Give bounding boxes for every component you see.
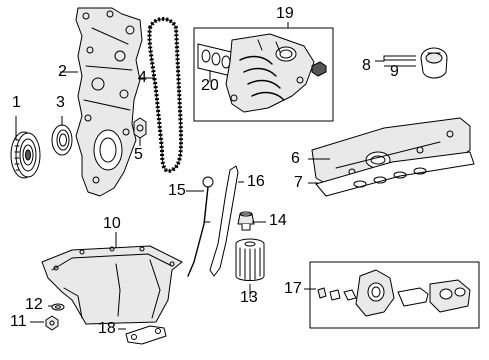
oil-filter <box>235 238 265 281</box>
callout-7: 7 <box>294 174 303 191</box>
oil-filler-cap <box>420 47 448 79</box>
intake-manifold <box>225 33 315 113</box>
callout-12: 12 <box>25 296 43 313</box>
oil-pan-drain-plug <box>237 211 255 231</box>
drain-plug <box>45 315 59 331</box>
callout-9: 9 <box>390 63 399 80</box>
oil-pump-box <box>309 261 480 329</box>
callout-13: 13 <box>240 289 258 306</box>
drain-plug-washer <box>51 303 65 311</box>
oil-dipstick <box>187 176 214 277</box>
callout-15: 15 <box>168 182 186 199</box>
callout-11: 11 <box>10 313 27 330</box>
leader-lines <box>15 22 416 330</box>
oil-pan <box>41 245 183 325</box>
callout-18: 18 <box>98 320 116 337</box>
chain-tensioner <box>133 117 147 139</box>
callout-5: 5 <box>134 146 143 163</box>
callout-10: 10 <box>103 215 121 232</box>
callout-14: 14 <box>269 212 287 229</box>
manifold-sensor <box>311 61 327 77</box>
crankshaft-oil-seal <box>51 124 73 156</box>
callout-6: 6 <box>291 150 300 167</box>
oil-pump-gasket <box>125 325 167 345</box>
timing-chain <box>147 17 184 173</box>
dipstick-tube <box>209 165 239 277</box>
timing-cover <box>75 7 143 197</box>
callout-8: 8 <box>362 57 371 74</box>
oil-pump-assembly <box>317 269 471 317</box>
valve-cover-gasket <box>315 151 475 197</box>
crankshaft-pulley <box>10 131 41 179</box>
callout-3: 3 <box>56 94 65 111</box>
callout-2: 2 <box>58 63 67 80</box>
intake-manifold-box <box>193 27 334 122</box>
callout-19: 19 <box>276 5 294 22</box>
callout-20: 20 <box>201 77 219 94</box>
callout-16: 16 <box>247 173 265 190</box>
callout-4: 4 <box>138 69 147 86</box>
callout-1: 1 <box>12 94 21 111</box>
callout-17: 17 <box>284 280 302 297</box>
